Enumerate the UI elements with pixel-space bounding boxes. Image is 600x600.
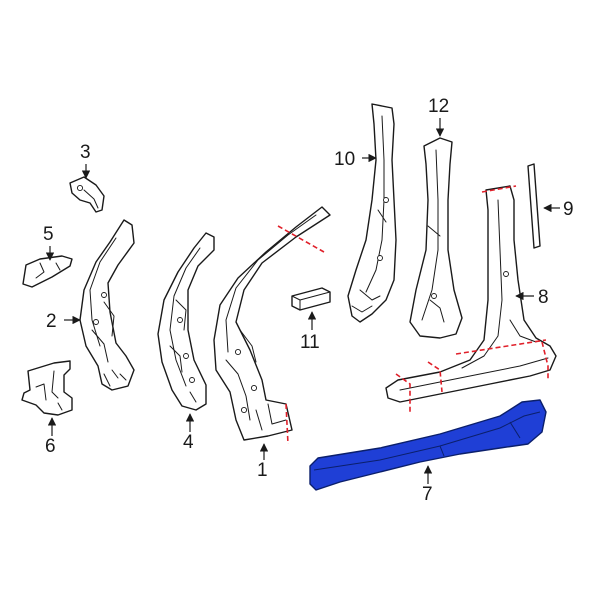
callout-4[interactable]: 4 [183,432,194,453]
callout-3[interactable]: 3 [80,142,91,163]
callout-1[interactable]: 1 [257,460,268,481]
part-1-pillar-outer[interactable] [213,206,331,441]
part-12-center-pillar-inner[interactable] [409,137,463,339]
leader-lines [45,118,560,484]
cut-line [395,373,411,414]
part-3-bracket[interactable] [69,176,105,213]
callout-5[interactable]: 5 [43,224,54,245]
part-10-center-pillar-upper[interactable] [347,103,397,323]
part-2-pillar-inner[interactable] [79,219,135,391]
cut-line [455,339,547,355]
cut-line [427,361,443,393]
callout-11[interactable]: 11 [300,332,320,353]
part-6-bracket[interactable] [21,360,73,416]
callout-9[interactable]: 9 [563,199,574,220]
callout-8[interactable]: 8 [538,287,549,308]
callout-labels: 1 2 3 4 5 6 7 8 9 10 11 12 [43,96,574,505]
cut-line [285,403,289,445]
callout-6[interactable]: 6 [45,436,56,457]
callout-10[interactable]: 10 [334,149,355,170]
cut-lines [277,185,549,445]
cut-line [277,225,325,253]
cut-line [541,341,549,380]
callout-2[interactable]: 2 [46,311,57,332]
part-11-block[interactable] [291,287,331,311]
part-7-rocker-panel[interactable] [309,399,547,491]
callout-7[interactable]: 7 [422,484,433,505]
part-4-pillar-reinforcement[interactable] [157,232,215,411]
cut-line [481,185,517,193]
callout-12[interactable]: 12 [428,96,449,117]
part-9-strip[interactable] [527,163,541,249]
part-8-side-panel[interactable] [385,185,557,403]
part-5-plate[interactable] [22,255,73,288]
